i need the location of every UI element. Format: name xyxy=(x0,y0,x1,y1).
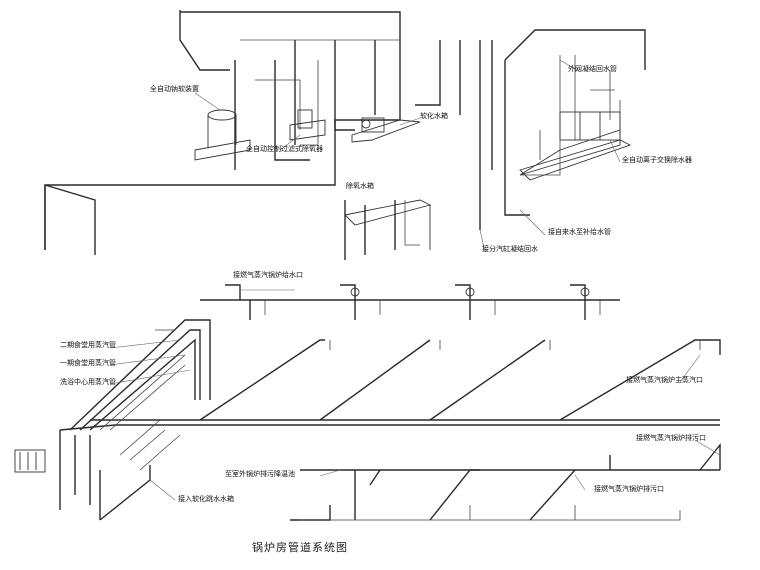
boiler-blowdown-label-2: 接燃气蒸汽锅炉排污口 xyxy=(594,485,664,493)
outer-condensate-label: 外网凝结回水管 xyxy=(568,65,617,73)
deaerator-tank-label: 除氧水箱 xyxy=(346,182,374,190)
boiler-feed-manifold xyxy=(200,284,620,320)
condensate-return-label: 接分汽缸凝结回水 xyxy=(482,245,538,253)
boiler-feed-label: 接燃气蒸汽锅炉给水口 xyxy=(233,271,303,279)
auto-filter-label: 全自动控制过滤式除氧器 xyxy=(246,145,323,153)
steam-pipe-laundry-label: 洗浴中心用蒸汽管 xyxy=(60,378,116,386)
leader-lines xyxy=(109,59,721,501)
auto-softener-label: 全自动钠软装置 xyxy=(150,85,199,93)
boiler-blowdown-label-1: 接燃气蒸汽锅炉排污口 xyxy=(636,434,706,442)
steam-pipe-1f-label: 一期食堂用蒸汽管 xyxy=(60,359,116,367)
water-treatment-equipment xyxy=(194,109,632,250)
soft-water-tank-inlet-label: 接入软化跳水水箱 xyxy=(178,495,234,503)
soft-water-tank-label: 软化水箱 xyxy=(420,112,448,120)
steam-pipe-2f-label: 二期食堂用蒸汽管 xyxy=(60,341,116,349)
blowdown-piping xyxy=(290,443,721,521)
diagonal-steam-manifold xyxy=(14,319,211,521)
outdoor-drain-label: 至室外锅炉排污降温池 xyxy=(225,470,295,478)
boiler-main-steam-label: 接燃气蒸汽锅炉主蒸汽口 xyxy=(626,376,703,384)
auto-ion-exchanger-label: 全自动离子交换除水器 xyxy=(622,156,692,164)
upper-pipe-network xyxy=(44,10,646,260)
main-steam-header xyxy=(59,339,721,431)
drawing-title: 锅炉房管道系统图 xyxy=(252,541,348,554)
tap-water-supply-label: 接自来水至补给水管 xyxy=(548,228,611,236)
